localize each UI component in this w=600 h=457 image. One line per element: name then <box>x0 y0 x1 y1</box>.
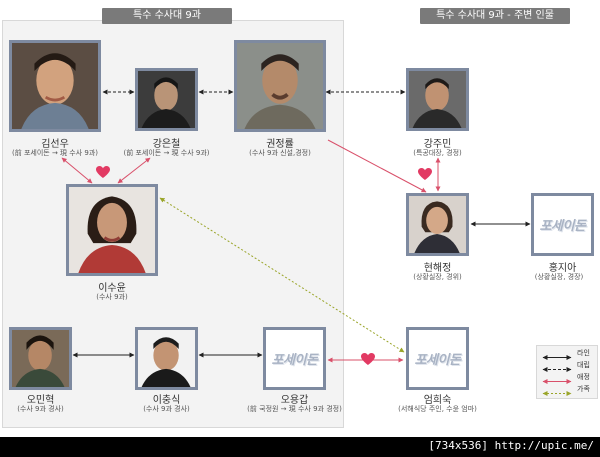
legend-item-love: 애정 <box>541 372 597 384</box>
link-kwon-hyun-love <box>327 139 427 193</box>
name-lee-chungsik: 이충식 <box>152 395 181 406</box>
name-oh-yonggap: 오용갑 <box>280 395 309 406</box>
legend-item-line: 라인 <box>541 348 597 360</box>
portrait-lee-suyun <box>66 184 158 276</box>
heart-icon <box>96 166 110 178</box>
portrait-lee-chungsik <box>135 327 198 390</box>
portrait-kim-sunwoo <box>9 40 101 132</box>
name-kim-sunwoo: 김선우 <box>41 139 69 150</box>
role-eom-heesuk: (서해식당 주인, 수윤 엄마) <box>398 405 477 413</box>
portrait-oh-minhyuk <box>9 327 72 390</box>
legend-label-line: 라인 <box>577 349 590 357</box>
portrait-kang-jumin <box>406 68 469 131</box>
legend-swatch-family <box>542 391 572 396</box>
legend: 라인 대립 애정 가족 <box>536 345 598 399</box>
role-kim-sunwoo: (前 포세이돈 → 現 수사 9과) <box>12 149 98 157</box>
placeholder-eom-heesuk: 포세이돈 <box>406 327 469 390</box>
legend-item-rival: 대립 <box>541 360 597 372</box>
portrait-kim-sunwoo-image <box>12 43 98 129</box>
role-kwon-jungryul: (수사 9과 신설,경정) <box>249 149 311 157</box>
portrait-lee-chungsik-image <box>138 330 195 387</box>
section-label-peripheral: 특수 수사대 9과 - 주변 인물 <box>420 8 570 24</box>
link-lee-eom-family <box>159 197 405 353</box>
footer-source-text: [734x536] http://upic.me/ <box>428 439 594 452</box>
relationship-links <box>61 89 531 365</box>
placeholder-oh-yonggap: 포세이돈 <box>263 327 326 390</box>
legend-swatch-love <box>542 379 572 384</box>
portrait-hyun-haejung-image <box>409 196 466 253</box>
portrait-kwon-jungryul-image <box>237 43 323 129</box>
diagram-canvas: 특수 수사대 9과 특수 수사대 9과 - 주변 인물 <box>2 8 598 428</box>
legend-item-family: 가족 <box>541 384 597 396</box>
heart-icon <box>418 168 432 180</box>
legend-label-love: 애정 <box>577 373 590 381</box>
name-eom-heesuk: 엄희숙 <box>423 395 452 406</box>
role-kang-jumin: (특공대장, 경정) <box>413 149 462 157</box>
footer-bar: [734x536] http://upic.me/ <box>0 437 600 457</box>
name-kang-eunchul: 강은철 <box>152 139 181 150</box>
name-hong-jia: 홍지아 <box>548 263 577 274</box>
name-oh-minhyuk: 오민혁 <box>26 395 55 406</box>
portrait-kang-jumin-image <box>409 71 466 128</box>
name-hyun-haejung: 현해정 <box>423 263 452 274</box>
name-lee-suyun: 이수윤 <box>98 283 126 294</box>
heart-icon <box>361 353 375 365</box>
name-kang-jumin: 강주민 <box>423 139 452 150</box>
link-kim-lee-love <box>61 157 93 184</box>
poseidon-logo: 포세이돈 <box>539 219 586 234</box>
role-lee-suyun: (수사 9과) <box>96 293 128 301</box>
link-kang-lee-love <box>117 157 151 184</box>
role-hyun-haejung: (상황실장, 경위) <box>413 273 462 281</box>
portrait-hyun-haejung <box>406 193 469 256</box>
role-lee-chungsik: (수사 9과 경사) <box>143 405 190 413</box>
poseidon-logo: 포세이돈 <box>414 353 461 368</box>
role-kang-eunchul: (前 포세이돈 → 現 수사 9과) <box>123 149 210 157</box>
role-oh-yonggap: (前 국정원 → 現 수사 9과 경정) <box>247 405 342 413</box>
legend-swatch-line <box>542 355 572 360</box>
portrait-lee-suyun-image <box>69 187 155 273</box>
name-kwon-jungryul: 권정률 <box>266 139 294 150</box>
poseidon-logo: 포세이돈 <box>271 353 318 368</box>
portrait-kang-eunchul <box>135 68 198 131</box>
role-hong-jia: (상황실장, 경장) <box>534 273 584 281</box>
role-oh-minhyuk: (수사 9과 경사) <box>17 405 64 413</box>
portrait-oh-minhyuk-image <box>12 330 69 387</box>
portrait-kang-eunchul-image <box>138 71 195 128</box>
section-label-main: 특수 수사대 9과 <box>102 8 232 24</box>
legend-label-rival: 대립 <box>577 361 590 369</box>
portrait-kwon-jungryul <box>234 40 326 132</box>
placeholder-hong-jia: 포세이돈 <box>531 193 594 256</box>
legend-label-family: 가족 <box>577 385 590 393</box>
